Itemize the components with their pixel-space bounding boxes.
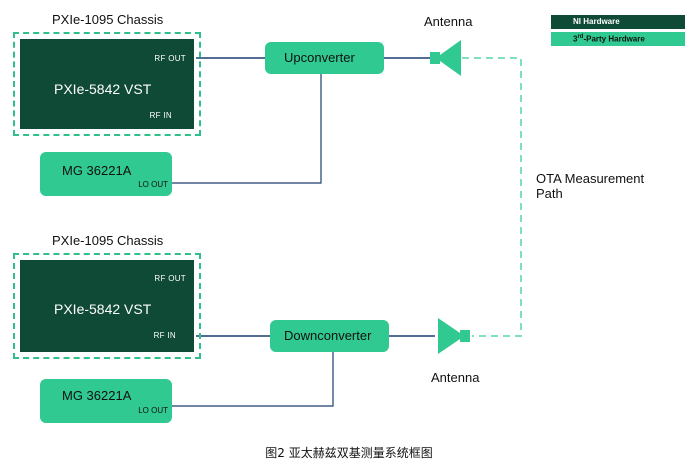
signal-generator-label: MG 36221A [62, 388, 132, 403]
rf-in-port: RF IN [149, 111, 172, 120]
ota-path-line [462, 57, 522, 337]
chassis-title: PXIe-1095 Chassis [52, 233, 164, 248]
legend-third-party-label: 3rd-Party Hardware [573, 34, 645, 44]
antenna-icon [438, 318, 470, 354]
vst-name: PXIe-5842 VST [54, 81, 152, 97]
signal-generator-label: MG 36221A [62, 163, 132, 178]
ota-path-label: OTA Measurement Path [536, 171, 645, 201]
downconverter-label: Downconverter [284, 328, 372, 343]
vst-block: RF OUT PXIe-5842 VST RF IN [20, 260, 194, 352]
chassis-frame [13, 32, 201, 136]
antenna-icon [430, 40, 461, 76]
chassis-title: PXIe-1095 Chassis [52, 12, 164, 27]
upconverter-block: Upconverter [265, 42, 384, 74]
signal-generator-block: MG 36221A LO OUT [40, 379, 172, 423]
antenna-label: Antenna [424, 14, 473, 29]
legend-ni-swatch: NI Hardware [551, 15, 685, 29]
signal-generator-block: MG 36221A LO OUT [40, 152, 172, 196]
lo-out-port: LO OUT [138, 180, 168, 189]
rf-in-port: RF IN [153, 331, 176, 340]
legend-third-party-swatch: 3rd-Party Hardware [551, 32, 685, 46]
rf-out-port: RF OUT [154, 54, 186, 63]
vst-block: RF OUT PXIe-5842 VST RF IN [20, 39, 194, 129]
rf-out-port: RF OUT [154, 274, 186, 283]
downconverter-block: Downconverter [270, 320, 389, 352]
chassis-frame [13, 253, 201, 359]
vst-name: PXIe-5842 VST [54, 301, 152, 317]
legend-ni-label: NI Hardware [573, 17, 620, 26]
antenna-label: Antenna [431, 370, 480, 385]
figure-caption: 图2 亚太赫兹双基测量系统框图 [265, 446, 433, 460]
lo-out-port: LO OUT [138, 406, 168, 415]
lo-to-upconverter-line [172, 74, 322, 184]
lo-to-downconverter-line [172, 352, 334, 407]
upconverter-label: Upconverter [284, 50, 355, 65]
